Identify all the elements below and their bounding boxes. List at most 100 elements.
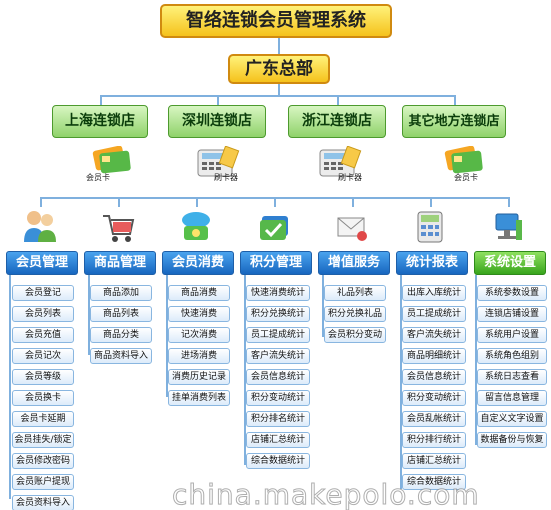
column-line-1 bbox=[9, 275, 11, 499]
module-item: 商品消费 bbox=[168, 285, 230, 301]
module-item: 会员登记 bbox=[12, 285, 74, 301]
module-item: 连锁店铺设置 bbox=[477, 306, 547, 322]
card-reader-icon bbox=[197, 146, 240, 177]
module-item: 出库入库统计 bbox=[402, 285, 466, 301]
shopping-cart-icon bbox=[103, 215, 135, 242]
module-item: 店铺汇总统计 bbox=[402, 453, 466, 469]
module-item: 记次消费 bbox=[168, 327, 230, 343]
module-item: 客户流失统计 bbox=[402, 327, 466, 343]
connector-module-6 bbox=[430, 197, 432, 207]
calculator-icon bbox=[417, 211, 443, 243]
module-item: 积分排行统计 bbox=[402, 432, 466, 448]
module-item: 积分兑换统计 bbox=[246, 306, 310, 322]
module-item: 积分变动统计 bbox=[402, 390, 466, 406]
module-item: 客户流失统计 bbox=[246, 348, 310, 364]
module-item: 会员修改密码 bbox=[12, 453, 74, 469]
module-system-settings: 系统设置 bbox=[474, 251, 546, 275]
device-label-3: 刷卡器 bbox=[338, 173, 362, 182]
module-item: 会员卡延期 bbox=[12, 411, 74, 427]
module-item: 积分变动统计 bbox=[246, 390, 310, 406]
module-item: 会员乱帐统计 bbox=[402, 411, 466, 427]
module-item: 综合数据统计 bbox=[246, 453, 310, 469]
card-reader-icon bbox=[319, 146, 362, 177]
branch-other: 其它地方连锁店 bbox=[402, 105, 506, 138]
connector-branch-4 bbox=[454, 95, 456, 105]
member-card-icon bbox=[92, 146, 131, 174]
column-line-4 bbox=[244, 275, 246, 465]
module-item: 积分排名统计 bbox=[246, 411, 310, 427]
connector-module-3 bbox=[196, 197, 198, 207]
module-member-management: 会员管理 bbox=[6, 251, 78, 275]
connector-module-5 bbox=[352, 197, 354, 207]
module-item: 数据备份与恢复 bbox=[477, 432, 547, 448]
module-item: 消费历史记录 bbox=[168, 369, 230, 385]
watermark: china.makepolo.com bbox=[172, 478, 480, 510]
column-line-2 bbox=[88, 275, 90, 355]
module-item: 进场消费 bbox=[168, 348, 230, 364]
module-item: 快速消费统计 bbox=[246, 285, 310, 301]
module-item: 会员信息统计 bbox=[246, 369, 310, 385]
points-card-icon bbox=[260, 216, 288, 240]
users-icon bbox=[24, 211, 56, 242]
module-item: 综合数据统计 bbox=[402, 474, 466, 490]
system-title: 智络连锁会员管理系统 bbox=[160, 4, 392, 38]
column-line-7 bbox=[475, 275, 477, 445]
module-item: 会员记次 bbox=[12, 348, 74, 364]
connector-branch-1 bbox=[100, 95, 102, 105]
device-label-2: 刷卡器 bbox=[214, 173, 238, 182]
branch-zhejiang: 浙江连锁店 bbox=[288, 105, 386, 138]
module-item: 会员账户提现 bbox=[12, 474, 74, 490]
module-item: 商品添加 bbox=[90, 285, 152, 301]
module-statistics-reports: 统计报表 bbox=[396, 251, 468, 275]
system-settings-icon bbox=[495, 213, 522, 240]
module-item: 会员信息统计 bbox=[402, 369, 466, 385]
module-item: 商品列表 bbox=[90, 306, 152, 322]
module-item: 会员资料导入 bbox=[12, 495, 74, 510]
module-item: 员工提成统计 bbox=[246, 327, 310, 343]
mail-icon bbox=[337, 217, 367, 241]
module-item: 商品资料导入 bbox=[90, 348, 152, 364]
module-item: 会员挂失/锁定 bbox=[12, 432, 74, 448]
module-item: 店铺汇总统计 bbox=[246, 432, 310, 448]
column-line-5 bbox=[322, 275, 324, 337]
module-item: 会员换卡 bbox=[12, 390, 74, 406]
module-item: 会员等级 bbox=[12, 369, 74, 385]
connector-module-7 bbox=[508, 197, 510, 207]
branch-shanghai: 上海连锁店 bbox=[52, 105, 148, 138]
column-line-6 bbox=[400, 275, 402, 489]
module-item: 挂单消费列表 bbox=[168, 390, 230, 406]
branch-shenzhen: 深圳连锁店 bbox=[168, 105, 266, 138]
module-item: 礼品列表 bbox=[324, 285, 386, 301]
connector-module-1 bbox=[40, 197, 42, 207]
module-points-management: 积分管理 bbox=[240, 251, 312, 275]
connector-module-4 bbox=[274, 197, 276, 207]
module-item: 员工提成统计 bbox=[402, 306, 466, 322]
connector-hq-down bbox=[278, 84, 280, 95]
module-item: 商品明细统计 bbox=[402, 348, 466, 364]
module-item: 快速消费 bbox=[168, 306, 230, 322]
module-item: 自定义文字设置 bbox=[477, 411, 547, 427]
module-item: 留言信息管理 bbox=[477, 390, 547, 406]
connector-branch-bar bbox=[100, 95, 455, 97]
module-item: 系统角色组别 bbox=[477, 348, 547, 364]
payment-icon bbox=[182, 212, 210, 240]
module-item: 商品分类 bbox=[90, 327, 152, 343]
module-value-added-services: 增值服务 bbox=[318, 251, 390, 275]
module-item: 会员积分变动 bbox=[324, 327, 386, 343]
module-item: 会员充值 bbox=[12, 327, 74, 343]
module-product-management: 商品管理 bbox=[84, 251, 156, 275]
module-item: 系统用户设置 bbox=[477, 327, 547, 343]
column-line-3 bbox=[166, 275, 168, 397]
member-card-icon bbox=[444, 146, 483, 174]
connector-module-2 bbox=[118, 197, 120, 207]
module-item: 积分兑换礼品 bbox=[324, 306, 386, 322]
module-item: 系统参数设置 bbox=[477, 285, 547, 301]
device-label-1: 会员卡 bbox=[86, 173, 110, 182]
connector-branch-2 bbox=[217, 95, 219, 105]
module-member-consumption: 会员消费 bbox=[162, 251, 234, 275]
connector-title-hq bbox=[278, 38, 280, 54]
headquarters-box: 广东总部 bbox=[228, 54, 330, 84]
connector-branch-3 bbox=[337, 95, 339, 105]
device-label-4: 会员卡 bbox=[454, 173, 478, 182]
